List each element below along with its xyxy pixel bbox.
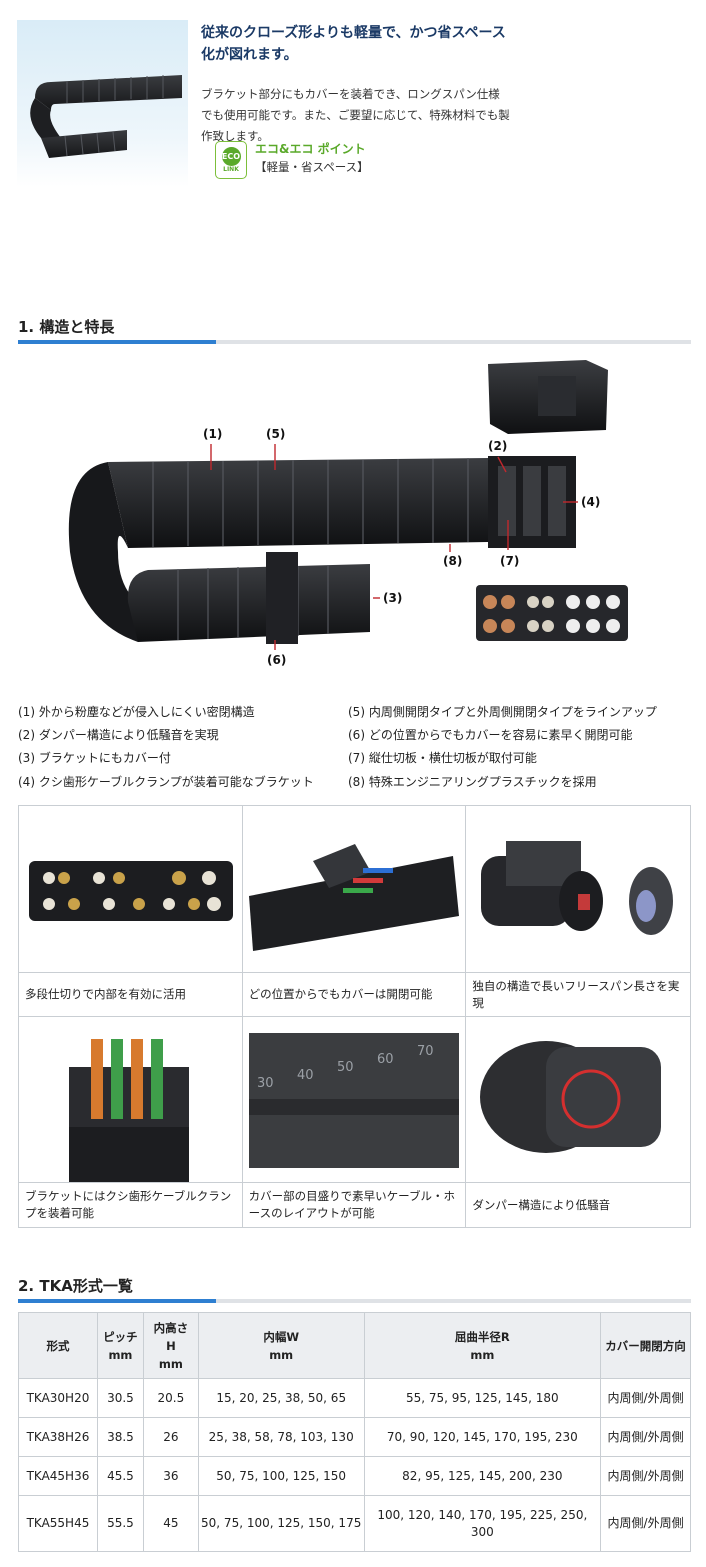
col-header-pitch: ピッチ mm <box>96 1312 144 1379</box>
cell-cover: 内周側/外周側 <box>600 1456 691 1496</box>
cell-pitch: 30.5 <box>96 1378 144 1418</box>
grid-caption-row: ブラケットにはクシ歯形ケーブルクランプを装着可能 カバー部の目盛りで素早いケーブ… <box>19 1183 690 1227</box>
model-table: 形式 ピッチ mm 内高さ H mm 内幅W mm 屈曲半径R mm カバー開閉… <box>18 1312 691 1552</box>
cell-height: 26 <box>142 1417 199 1457</box>
grid-caption: ブラケットにはクシ歯形ケーブルクランプを装着可能 <box>19 1183 243 1227</box>
eco-link-logo: ECO LINK <box>215 141 247 179</box>
heading-rule <box>18 340 691 344</box>
col-header-model: 形式 <box>18 1312 98 1379</box>
eco-title: エコ&エコ ポイント <box>255 142 366 156</box>
photo-free-span <box>466 806 691 973</box>
callout-1: (1) <box>203 427 223 441</box>
grid-image-row: 30 40 50 60 70 <box>19 1017 691 1183</box>
photo-damper <box>466 1017 691 1183</box>
cell-cover: 内周側/外周側 <box>600 1495 691 1552</box>
eco-logo-text: LINK <box>223 166 239 173</box>
scale-tick: 70 <box>417 1044 434 1059</box>
callout-4: (4) <box>581 495 601 509</box>
table-header-row: 形式 ピッチ mm 内高さ H mm 内幅W mm 屈曲半径R mm カバー開閉… <box>18 1312 691 1379</box>
cell-model: TKA30H20 <box>18 1378 98 1418</box>
table-row: TKA55H45 55.5 45 50, 75, 100, 125, 150, … <box>18 1495 691 1552</box>
section-title: 2. TKA形式一覧 <box>18 1277 133 1295</box>
intro-text-block: 従来のクローズ形よりも軽量で、かつ省スペース化が図れます。 ブラケット部分にもカ… <box>201 22 511 147</box>
feature-item: (8) 特殊エンジニアリングプラスチックを採用 <box>348 775 597 789</box>
table-row: TKA38H26 38.5 26 25, 38, 58, 78, 103, 13… <box>18 1417 691 1457</box>
intro-body: ブラケット部分にもカバーを装着でき、ロングスパン仕様でも使用可能です。また、ご要… <box>201 87 510 143</box>
grid-image-row <box>19 806 691 973</box>
cell-width: 15, 20, 25, 38, 50, 65 <box>197 1378 365 1418</box>
cell-model: TKA38H26 <box>18 1417 98 1457</box>
cell-cover: 内周側/外周側 <box>600 1417 691 1457</box>
eco-subtitle: 【軽量・省スペース】 <box>255 160 369 174</box>
col-header-inner-height: 内高さ H mm <box>142 1312 199 1379</box>
scale-tick: 30 <box>257 1076 274 1091</box>
cell-pitch: 45.5 <box>96 1456 144 1496</box>
callout-2: (2) <box>488 439 508 453</box>
feature-item: (4) クシ歯形ケーブルクランプが装着可能なブラケット <box>18 775 314 789</box>
photo-comb-clamp <box>19 1017 243 1183</box>
cell-width: 50, 75, 100, 125, 150 <box>197 1456 365 1496</box>
heading-rule <box>18 1299 691 1303</box>
cell-pitch: 38.5 <box>96 1417 144 1457</box>
cell-height: 20.5 <box>142 1378 199 1418</box>
grid-caption: 多段仕切りで内部を有効に活用 <box>19 973 243 1017</box>
callout-3: (3) <box>383 591 403 605</box>
feature-item: (2) ダンパー構造により低騒音を実現 <box>18 728 219 742</box>
cell-radius: 70, 90, 120, 145, 170, 195, 230 <box>363 1417 602 1457</box>
heading-rule-accent <box>18 1299 216 1303</box>
scale-tick: 60 <box>377 1052 394 1067</box>
cell-model: TKA45H36 <box>18 1456 98 1496</box>
feature-item: (7) 縦仕切板・横仕切板が取付可能 <box>348 751 537 765</box>
cell-pitch: 55.5 <box>96 1495 144 1552</box>
grid-caption: どの位置からでもカバーは開閉可能 <box>242 973 467 1017</box>
section-heading-models: 2. TKA形式一覧 <box>18 1275 691 1303</box>
section-heading-structure: 1. 構造と特長 <box>18 316 691 344</box>
grid-caption-row: 多段仕切りで内部を有効に活用 どの位置からでもカバーは開閉可能 独自の構造で長い… <box>19 973 691 1017</box>
cell-radius: 82, 95, 125, 145, 200, 230 <box>363 1456 602 1496</box>
cell-radius: 100, 120, 140, 170, 195, 225, 250, 300 <box>363 1495 602 1552</box>
feature-photo-grid: 多段仕切りで内部を有効に活用 どの位置からでもカバーは開閉可能 独自の構造で長い… <box>18 805 691 1228</box>
heading-rule-accent <box>18 340 216 344</box>
grid-caption: カバー部の目盛りで素早いケーブル・ホースのレイアウトが可能 <box>243 1183 467 1227</box>
photo-multi-partition <box>19 806 243 973</box>
feature-item: (1) 外から粉塵などが侵入しにくい密閉構造 <box>18 705 255 719</box>
callout-6: (6) <box>267 653 287 667</box>
grid-caption: 独自の構造で長いフリースパン長さを実現 <box>466 973 691 1017</box>
grid-caption: ダンパー構造により低騒音 <box>472 1197 611 1212</box>
table-row: TKA45H36 45.5 36 50, 75, 100, 125, 150 8… <box>18 1456 691 1496</box>
photo-cover-scale: 30 40 50 60 70 <box>242 1017 467 1183</box>
cell-cover: 内周側/外周側 <box>600 1378 691 1418</box>
callout-8: (8) <box>443 554 463 568</box>
cell-model: TKA55H45 <box>18 1495 98 1552</box>
feature-item: (5) 内周側開閉タイプと外周側開閉タイプをラインアップ <box>348 705 657 719</box>
col-header-cover-direction: カバー開閉方向 <box>600 1312 691 1379</box>
callout-7: (7) <box>500 554 520 568</box>
cable-carrier-illustration <box>68 360 631 650</box>
cell-height: 36 <box>142 1456 199 1496</box>
feature-item: (6) どの位置からでもカバーを容易に素早く開閉可能 <box>348 728 633 742</box>
structure-diagram: (1) (5) (2) (4) (8) (7) (3) (6) <box>18 352 691 672</box>
cell-radius: 55, 75, 95, 125, 145, 180 <box>363 1378 602 1418</box>
col-header-inner-width: 内幅W mm <box>197 1312 365 1379</box>
cell-height: 45 <box>142 1495 199 1552</box>
eco-logo-mark: ECO <box>221 147 241 166</box>
intro-lead: 従来のクローズ形よりも軽量で、かつ省スペース化が図れます。 <box>201 25 506 63</box>
scale-tick: 50 <box>337 1060 354 1075</box>
cell-width: 25, 38, 58, 78, 103, 130 <box>197 1417 365 1457</box>
photo-cover-open <box>242 806 467 973</box>
section-title: 1. 構造と特長 <box>18 318 115 336</box>
feature-item: (3) ブラケットにもカバー付 <box>18 751 171 765</box>
product-photo <box>17 20 188 187</box>
eco-point: ECO LINK エコ&エコ ポイント 【軽量・省スペース】 <box>215 141 369 179</box>
scale-tick: 40 <box>297 1068 314 1083</box>
col-header-bend-radius: 屈曲半径R mm <box>363 1312 602 1379</box>
callout-5: (5) <box>266 427 286 441</box>
cell-width: 50, 75, 100, 125, 150, 175 <box>197 1495 365 1552</box>
table-row: TKA30H20 30.5 20.5 15, 20, 25, 38, 50, 6… <box>18 1378 691 1418</box>
